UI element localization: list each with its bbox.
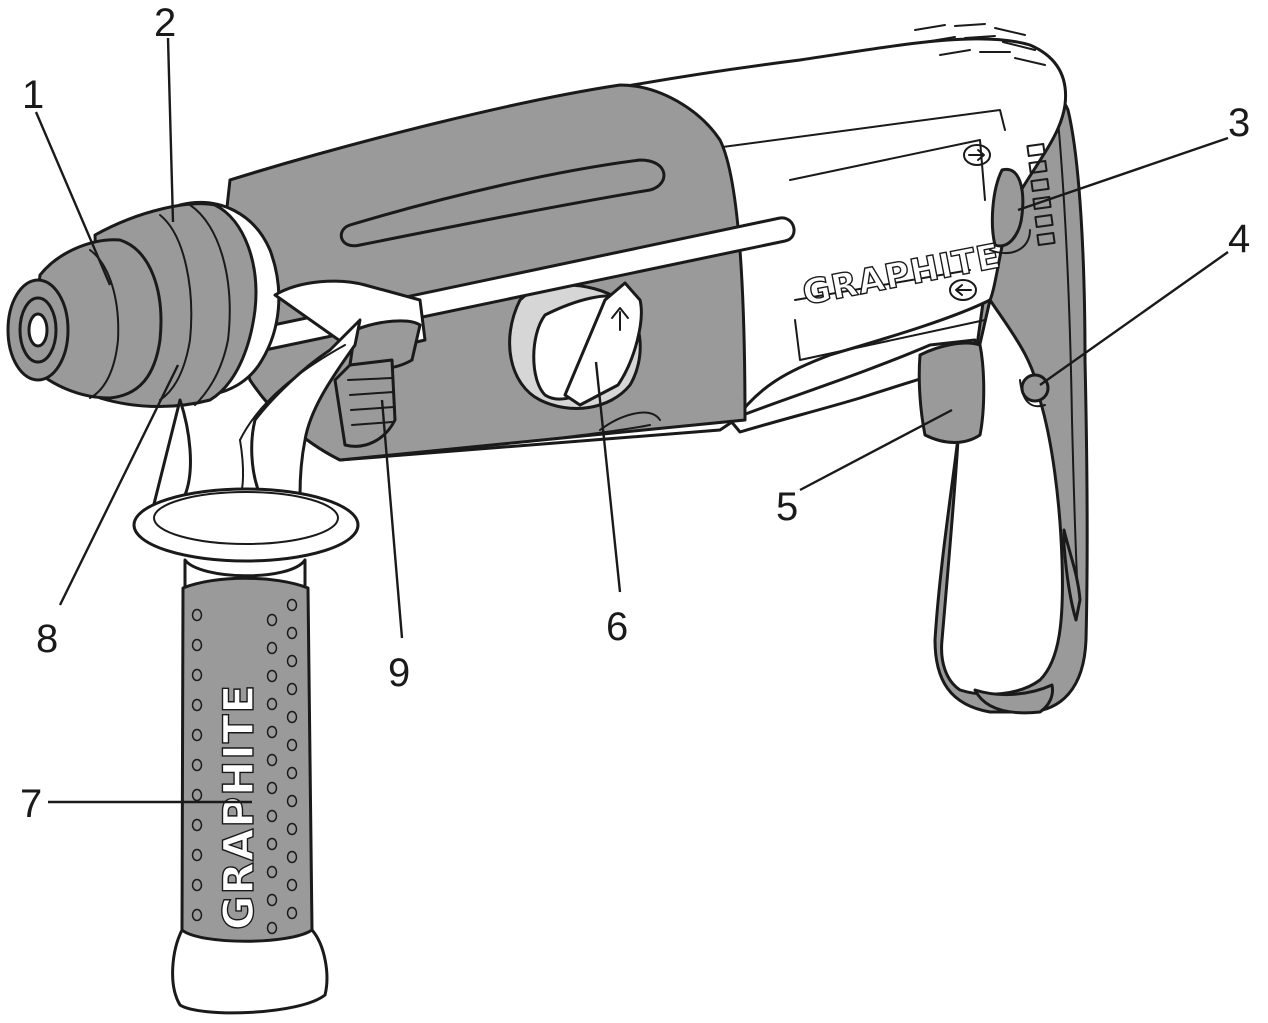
callout-labels: 1 2 3 4 5 6 7 8 9 — [20, 1, 1250, 826]
callout-1: 1 — [22, 73, 44, 117]
grip-texture-dots — [191, 598, 298, 935]
leader-line-5 — [799, 408, 953, 492]
callout-4: 4 — [1228, 217, 1250, 261]
callout-5: 5 — [776, 485, 798, 529]
depth-stop-clamp — [273, 279, 427, 448]
callout-6: 6 — [606, 605, 628, 649]
leader-line-2 — [166, 37, 175, 223]
trigger — [917, 341, 986, 444]
leader-line-4 — [1039, 251, 1229, 386]
lock-button — [1020, 373, 1050, 403]
rear-handle — [933, 95, 1089, 715]
direction-switch — [990, 167, 1025, 248]
callout-9: 9 — [388, 651, 410, 695]
mode-selector-knob — [508, 281, 643, 410]
vent-grille — [914, 23, 1046, 66]
leader-line-1 — [34, 111, 112, 286]
brand-logo-handle: GRAPHITE — [214, 684, 263, 930]
leader-line-6 — [594, 361, 622, 593]
chuck — [6, 200, 281, 408]
callout-3: 3 — [1228, 101, 1250, 145]
callout-7: 7 — [20, 782, 42, 826]
leader-line-3 — [1017, 136, 1229, 212]
leader-line-8 — [58, 364, 180, 606]
leader-line-9 — [380, 399, 404, 639]
callout-2: 2 — [154, 1, 176, 45]
callout-8: 8 — [36, 617, 58, 661]
side-vents — [1026, 142, 1056, 247]
leader-lines — [34, 37, 1229, 804]
auxiliary-handle: GRAPHITE — [132, 318, 362, 1015]
arrow-left-icon — [949, 279, 977, 301]
